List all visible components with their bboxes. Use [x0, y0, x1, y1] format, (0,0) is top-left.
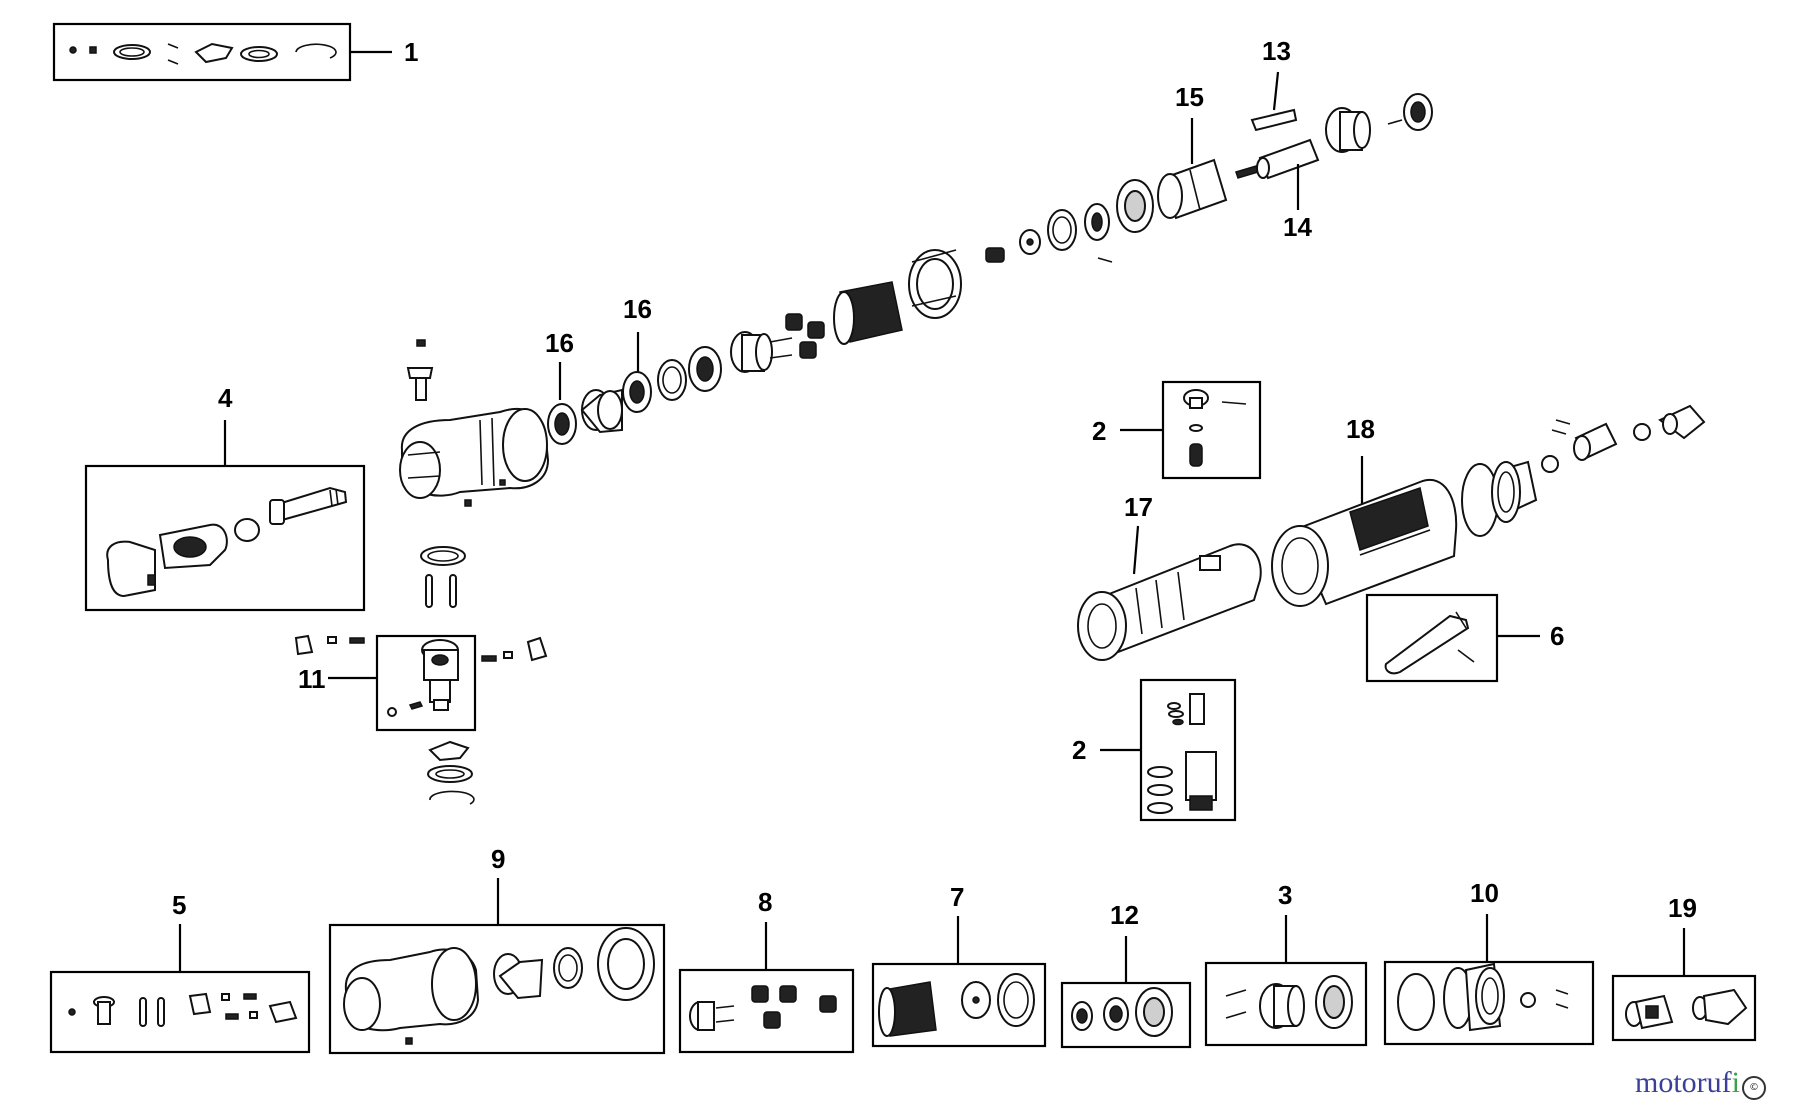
callout-5: 5 — [172, 890, 186, 920]
watermark-brand: motoruf — [1635, 1066, 1732, 1099]
kit-1: 1 — [52, 22, 418, 82]
callout-2a: 2 — [1092, 416, 1106, 446]
callout-19: 19 — [1668, 893, 1697, 923]
callout-16a: 16 — [545, 328, 574, 358]
kit-11-box — [375, 634, 477, 732]
kit-8: 8 — [678, 887, 855, 1054]
kit-10-box — [1383, 960, 1595, 1046]
callout-4: 4 — [218, 383, 233, 413]
callout-1: 1 — [404, 37, 418, 67]
callout-15: 15 — [1175, 82, 1204, 112]
callout-2b: 2 — [1072, 735, 1086, 765]
kit-6: 6 — [1365, 593, 1564, 683]
callout-18: 18 — [1346, 414, 1375, 444]
kit-6-box — [1365, 593, 1499, 683]
watermark: motorufi© — [1635, 1066, 1766, 1100]
motor-housing-18: 18 — [1271, 404, 1706, 607]
ratchet-head-assembly — [399, 339, 550, 805]
callout-6: 6 — [1550, 621, 1564, 651]
callout-12: 12 — [1110, 900, 1139, 930]
callout-3: 3 — [1278, 880, 1292, 910]
handle-17: 17 — [1077, 492, 1262, 661]
kit-4: 4 — [84, 383, 366, 612]
callout-7: 7 — [950, 882, 964, 912]
main-axis-parts: 16 16 15 — [545, 36, 1433, 445]
kit-11: 11 — [294, 634, 548, 732]
kit-2-lower: 2 — [1072, 678, 1237, 822]
callout-16b: 16 — [623, 294, 652, 324]
copyright-badge-icon: © — [1742, 1076, 1766, 1100]
kit-10: 10 — [1383, 878, 1595, 1046]
kit-2-upper: 2 — [1092, 380, 1262, 480]
kit-3: 3 — [1204, 880, 1368, 1047]
callout-13: 13 — [1262, 36, 1291, 66]
kit-2-upper-box — [1161, 380, 1262, 480]
callout-11: 11 — [298, 664, 326, 694]
kit-5-box — [49, 970, 311, 1054]
kit-9: 9 — [328, 844, 666, 1055]
kit-19: 19 — [1611, 893, 1757, 1042]
callout-9: 9 — [491, 844, 505, 874]
kit-5: 5 — [49, 890, 311, 1054]
callout-8: 8 — [758, 887, 772, 917]
callout-17: 17 — [1124, 492, 1153, 522]
callout-10: 10 — [1470, 878, 1499, 908]
callout-14: 14 — [1283, 212, 1312, 242]
kit-12: 12 — [1060, 900, 1192, 1049]
kit-7: 7 — [871, 882, 1047, 1048]
watermark-suffix: i — [1731, 1066, 1740, 1099]
